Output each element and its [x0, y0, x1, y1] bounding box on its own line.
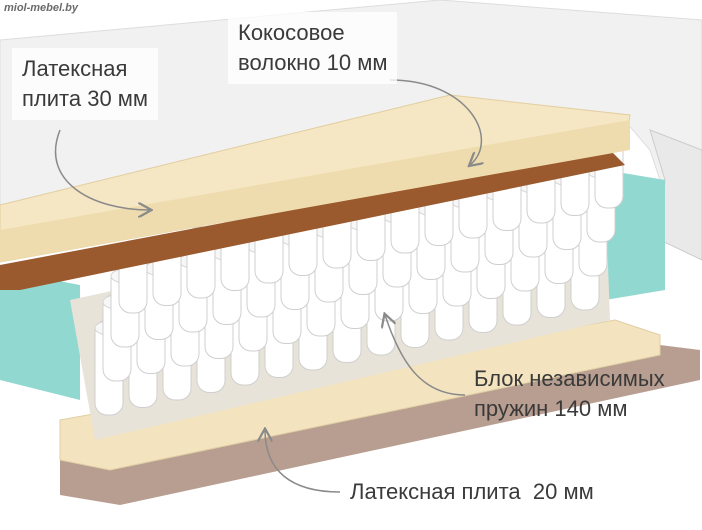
label-line: Блок независимых	[474, 366, 665, 391]
spring-block	[94, 136, 624, 416]
label-line: Латексная	[22, 56, 128, 81]
arrow-bottom-latex	[265, 430, 341, 493]
bottom-latex-layer	[59, 319, 661, 471]
label-springs: Блок независимых пружин 140 мм	[474, 364, 665, 424]
left-foam-block	[0, 270, 80, 400]
label-line: Кокосовое	[238, 20, 345, 45]
label-line: плита 30 мм	[22, 86, 149, 111]
base-layer	[60, 345, 700, 505]
label-coconut: Кокосовое волокно 10 мм	[228, 12, 398, 84]
watermark: miol-mebel.by	[4, 2, 78, 14]
label-line: пружин 140 мм	[474, 396, 628, 421]
label-line: волокно 10 мм	[238, 50, 388, 75]
arrow-coconut	[389, 79, 481, 165]
arrow-top-latex	[54, 129, 150, 210]
label-bottom-latex: Латексная плита 20 мм	[350, 479, 594, 504]
label-top-latex: Латексная плита 30 мм	[12, 48, 159, 120]
coconut-layer	[0, 150, 625, 290]
arrow-springs	[385, 315, 466, 396]
